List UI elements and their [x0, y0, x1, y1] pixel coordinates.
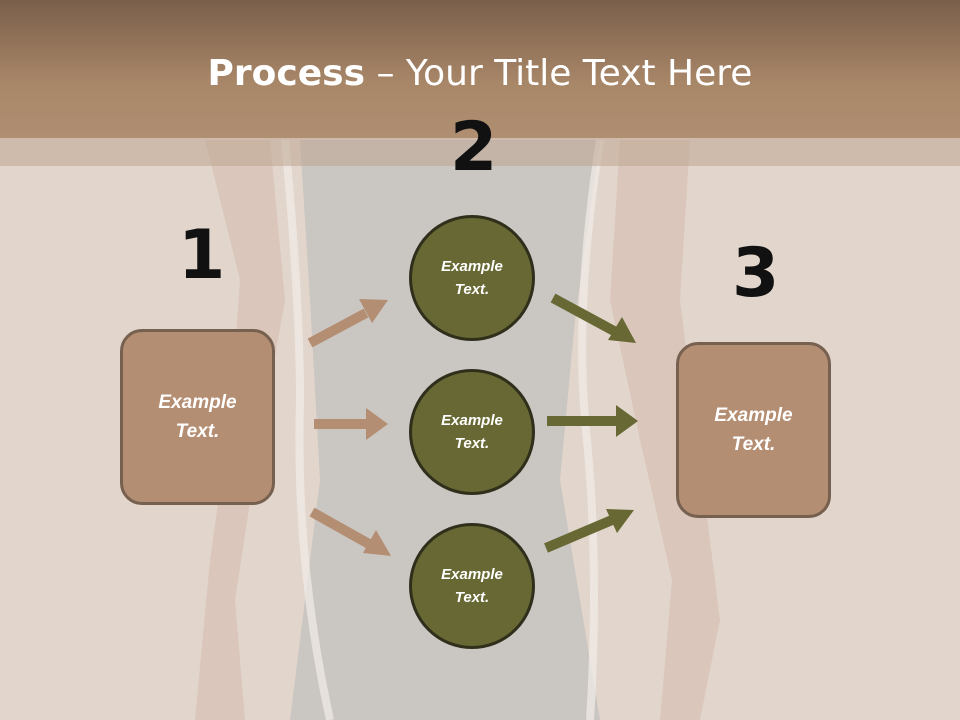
step-number-2: 2	[450, 108, 498, 187]
output-box-text: Example Text.	[714, 405, 793, 455]
output-box: Example Text.	[676, 342, 831, 518]
input-box-text: Example Text.	[158, 392, 237, 442]
step-number-3: 3	[732, 234, 780, 313]
arrow-out-top	[550, 293, 636, 343]
process-circle-middle: Example Text.	[409, 369, 535, 495]
circle-text-bottom: Example Text.	[441, 566, 503, 606]
process-circle-bottom: Example Text.	[409, 523, 535, 649]
arrow-out-middle	[547, 405, 638, 437]
arrow-in-bottom	[309, 507, 391, 556]
arrow-out-bottom	[544, 509, 634, 553]
title-rest: – Your Title Text Here	[365, 53, 753, 94]
circle-text-top: Example Text.	[441, 258, 503, 298]
arrow-in-middle	[314, 408, 388, 440]
step-number-1: 1	[178, 216, 226, 295]
input-box: Example Text.	[120, 329, 275, 505]
title-bar	[0, 0, 960, 138]
title-bold: Process	[207, 53, 366, 94]
process-circle-top: Example Text.	[409, 215, 535, 341]
circle-text-middle: Example Text.	[441, 412, 503, 452]
arrow-in-top	[307, 299, 388, 348]
title-bar-band	[0, 138, 960, 166]
slide-title: Process – Your Title Text Here	[0, 52, 960, 96]
